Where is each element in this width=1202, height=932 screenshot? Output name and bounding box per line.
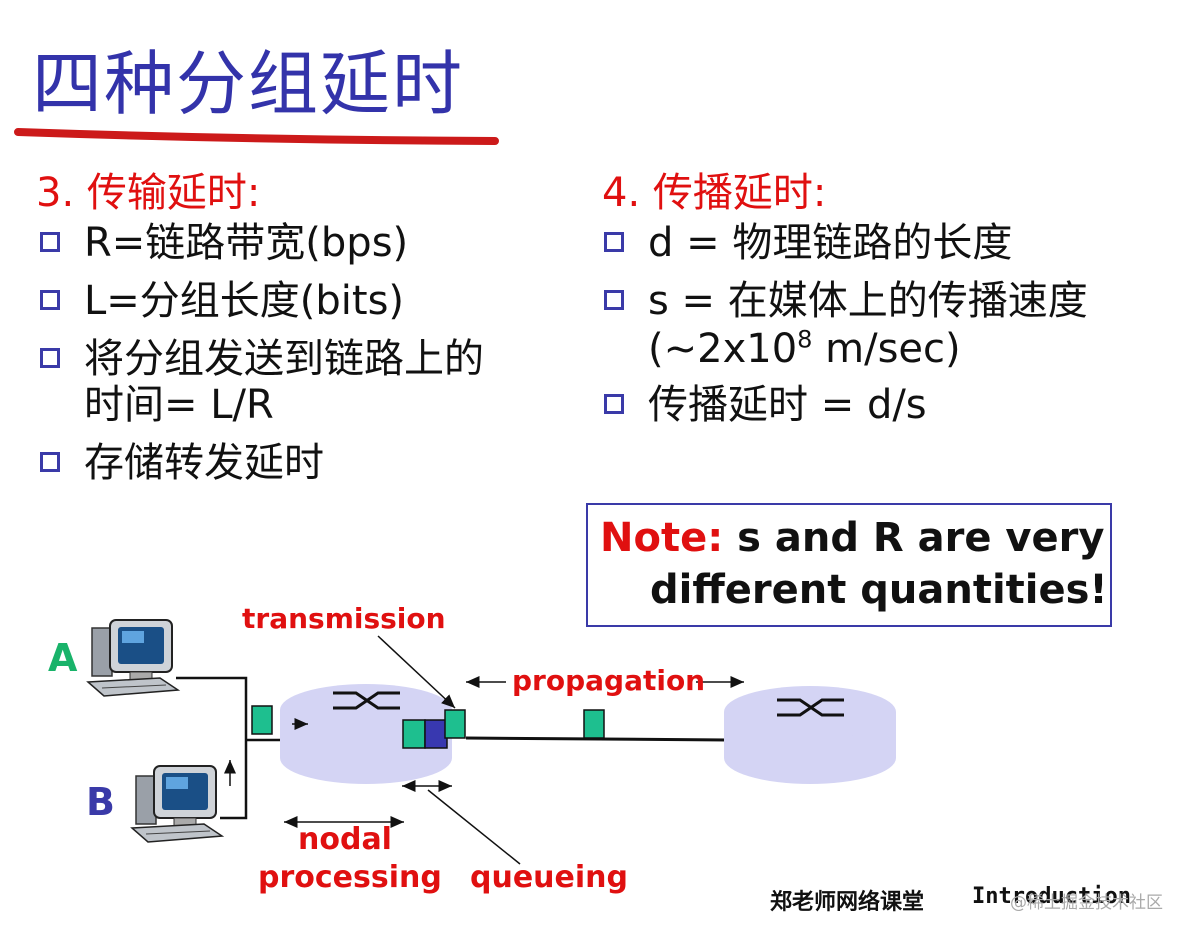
note-line-1: Note: s and R are very [600, 515, 1105, 561]
note-label: Note: [600, 515, 724, 561]
host-a-label: A [48, 636, 78, 680]
nodal-label: nodal [298, 822, 392, 857]
footer-course: 郑老师网络课堂 [770, 889, 925, 915]
bullet-text-line2: 时间= L/R [84, 382, 274, 428]
queueing-pointer [427, 789, 521, 865]
bullet-text: 存储转发延时 [84, 440, 324, 486]
note-box: Note: s and R are very different quantit… [586, 503, 1112, 627]
host-link [176, 676, 248, 820]
bullet-square-icon [604, 290, 624, 310]
transmission-pointer [377, 635, 456, 709]
bullet-text: L=分组长度(bits) [84, 278, 405, 324]
footer-chapter: Introduction [972, 884, 1131, 909]
title-underline [14, 128, 499, 145]
bullet-text: d = 物理链路的长度 [648, 220, 1013, 266]
page-title: 四种分组延时 [32, 43, 464, 125]
queued-packet-icon [402, 719, 426, 749]
transmission-label: transmission [242, 602, 446, 635]
bullet-square-icon [604, 232, 624, 252]
router-right-icon [724, 686, 896, 784]
right-bullet-1: d = 物理链路的长度 [604, 214, 1012, 272]
router-link [465, 736, 729, 742]
bullet-text-line2: (~2x108 m/sec) [648, 325, 961, 372]
queueing-label: queueing [470, 860, 628, 895]
bullet-text: R=链路带宽(bps) [84, 220, 409, 266]
packet-icon [251, 705, 273, 735]
left-bullet-2: L=分组长度(bits) [40, 272, 404, 330]
propagation-label: propagation [512, 664, 706, 697]
right-bullet-2: s = 在媒体上的传播速度 (~2x108 m/sec) [604, 272, 1088, 378]
propagation-delay-heading: 4. 传播延时: [602, 170, 827, 216]
bullet-square-icon [604, 394, 624, 414]
propagating-packet-icon [583, 709, 605, 739]
left-bullet-3: 将分组发送到链路上的 时间= L/R [40, 330, 484, 434]
host-b-label: B [86, 780, 115, 824]
bullet-text: 传播延时 = d/s [648, 382, 927, 428]
computer-b-icon [130, 765, 225, 843]
watermark: @稀土掘金技术社区 [1010, 893, 1163, 913]
transmitting-packet-icon [444, 709, 466, 739]
processing-label: processing [258, 860, 442, 895]
computer-a-icon [86, 619, 181, 697]
bullet-square-icon [40, 290, 60, 310]
left-bullet-4: 存储转发延时 [40, 434, 324, 492]
bullet-text: 将分组发送到链路上的 [84, 336, 484, 382]
note-line-2: different quantities! [650, 567, 1108, 613]
bullet-square-icon [40, 348, 60, 368]
transmission-delay-heading: 3. 传输延时: [36, 170, 261, 216]
bullet-square-icon [40, 452, 60, 472]
bullet-text: s = 在媒体上的传播速度 [648, 278, 1088, 324]
left-bullet-1: R=链路带宽(bps) [40, 214, 408, 272]
router-left-icon [280, 684, 452, 784]
queued-packet-icon [424, 719, 448, 749]
right-bullet-3: 传播延时 = d/s [604, 376, 927, 434]
bullet-square-icon [40, 232, 60, 252]
